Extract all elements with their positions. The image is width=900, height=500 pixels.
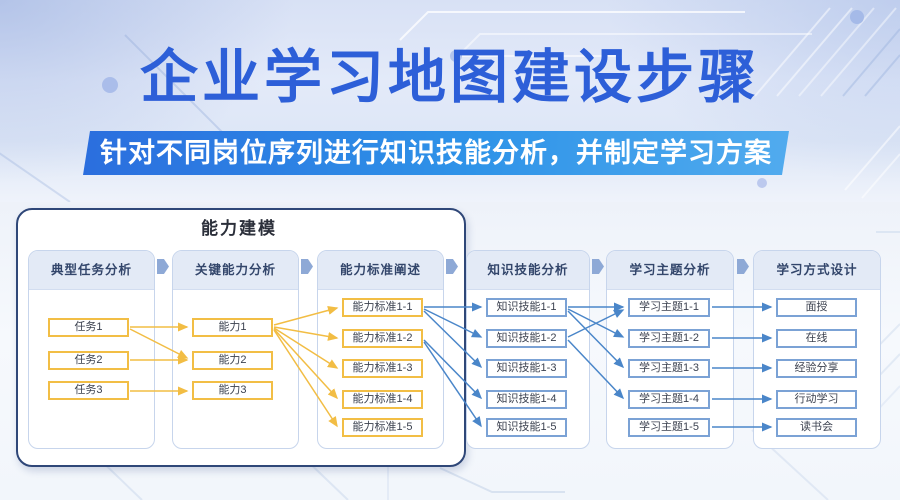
card-header: 关键能力分析 [173, 251, 298, 290]
hero-banner: 企业学习地图建设步骤 针对不同岗位序列进行知识技能分析，并制定学习方案 [0, 0, 900, 202]
card-header: 知识技能分析 [467, 251, 589, 290]
card-header: 能力标准阐述 [318, 251, 443, 290]
subtitle-text: 针对不同岗位序列进行知识技能分析，并制定学习方案 [100, 138, 772, 168]
node-topic-1-4: 学习主题1-4 [628, 390, 710, 409]
node-standard-1-5: 能力标准1-5 [342, 418, 423, 437]
card-task-analysis: 典型任务分析 [28, 250, 155, 449]
node-method-online: 在线 [776, 329, 857, 348]
node-knowledge-1-4: 知识技能1-4 [486, 390, 567, 409]
node-ability-3: 能力3 [192, 381, 273, 400]
node-standard-1-4: 能力标准1-4 [342, 390, 423, 409]
card-method-design: 学习方式设计 [753, 250, 881, 449]
node-method-experience-sharing: 经验分享 [776, 359, 857, 378]
decorative-dot [757, 178, 767, 188]
node-ability-1: 能力1 [192, 318, 273, 337]
node-knowledge-1-2: 知识技能1-2 [486, 329, 567, 348]
capability-modeling-label: 能力建模 [201, 219, 277, 238]
node-knowledge-1-3: 知识技能1-3 [486, 359, 567, 378]
card-topic-analysis: 学习主题分析 [606, 250, 734, 449]
node-knowledge-1-1: 知识技能1-1 [486, 298, 567, 317]
node-standard-1-3: 能力标准1-3 [342, 359, 423, 378]
node-task-2: 任务2 [48, 351, 129, 370]
node-method-reading-club: 读书会 [776, 418, 857, 437]
node-ability-2: 能力2 [192, 351, 273, 370]
card-header: 典型任务分析 [29, 251, 154, 290]
step-arrow-icon [737, 259, 749, 274]
step-arrow-icon [301, 259, 313, 274]
decorative-dot [850, 10, 864, 24]
node-standard-1-2: 能力标准1-2 [342, 329, 423, 348]
card-ability-analysis: 关键能力分析 [172, 250, 299, 449]
node-topic-1-1: 学习主题1-1 [628, 298, 710, 317]
step-arrow-icon [592, 259, 604, 274]
node-topic-1-3: 学习主题1-3 [628, 359, 710, 378]
page-title: 企业学习地图建设步骤 [139, 45, 760, 110]
node-method-face-to-face: 面授 [776, 298, 857, 317]
card-header: 学习方式设计 [754, 251, 880, 290]
step-arrow-icon [157, 259, 169, 274]
step-arrow-icon [446, 259, 458, 274]
node-standard-1-1: 能力标准1-1 [342, 298, 423, 317]
card-standard-statement: 能力标准阐述 [317, 250, 444, 449]
node-topic-1-5: 学习主题1-5 [628, 418, 710, 437]
card-header: 学习主题分析 [607, 251, 733, 290]
node-method-action-learning: 行动学习 [776, 390, 857, 409]
node-task-3: 任务3 [48, 381, 129, 400]
subtitle-banner: 针对不同岗位序列进行知识技能分析，并制定学习方案 [83, 131, 789, 175]
decorative-dot [102, 77, 118, 93]
node-knowledge-1-5: 知识技能1-5 [486, 418, 567, 437]
node-task-1: 任务1 [48, 318, 129, 337]
node-topic-1-2: 学习主题1-2 [628, 329, 710, 348]
